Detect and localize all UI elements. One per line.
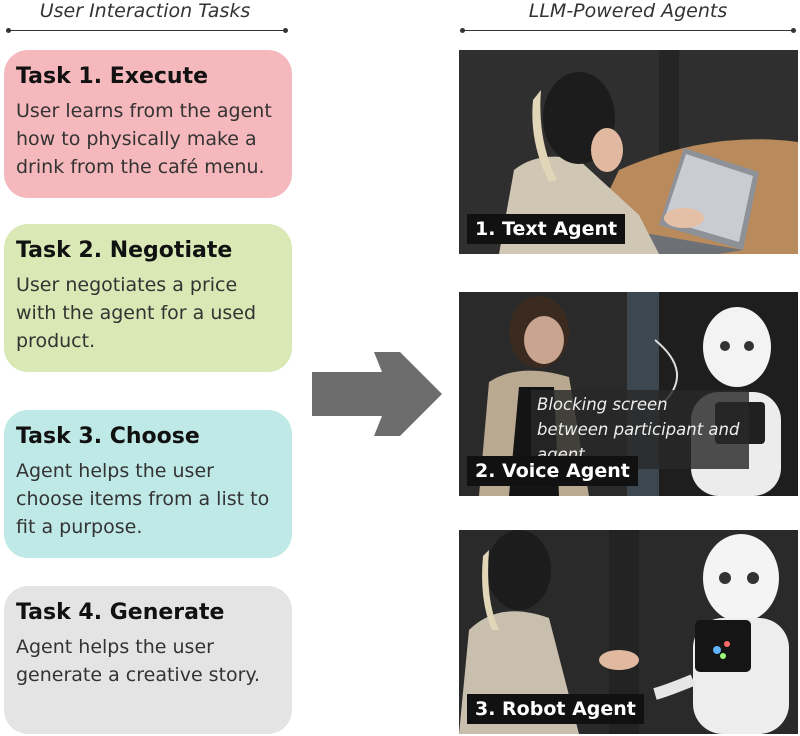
right-arrow-icon bbox=[312, 352, 442, 436]
task-card-choose: Task 3. Choose Agent helps the user choo… bbox=[4, 410, 292, 558]
task-title: Task 1. Execute bbox=[16, 64, 209, 89]
agents-column-header: LLM-Powered Agents bbox=[528, 0, 728, 22]
task-title: Task 2. Negotiate bbox=[16, 238, 233, 263]
task-card-negotiate: Task 2. Negotiate User negotiates a pric… bbox=[4, 224, 292, 372]
task-title: Task 3. Choose bbox=[16, 424, 200, 449]
task-description: User learns from the agent how to physic… bbox=[16, 100, 272, 178]
robot-agent-photo: 3. Robot Agent bbox=[459, 530, 798, 734]
task-title: Task 4. Generate bbox=[16, 600, 225, 625]
agent-label-text: 1. Text Agent bbox=[467, 214, 626, 244]
task-description: Agent helps the user generate a creative… bbox=[16, 636, 261, 686]
task-description: User negotiates a price with the agent f… bbox=[16, 274, 257, 352]
tasks-column-header: User Interaction Tasks bbox=[39, 0, 251, 22]
task-card-execute: Task 1. Execute User learns from the age… bbox=[4, 50, 292, 198]
text-agent-scene bbox=[459, 50, 798, 254]
tasks-header-rule bbox=[6, 28, 288, 33]
task-card-generate: Task 4. Generate Agent helps the user ge… bbox=[4, 586, 292, 734]
task-description: Agent helps the user choose items from a… bbox=[16, 460, 270, 538]
agent-label-voice: 2. Voice Agent bbox=[467, 456, 638, 486]
voice-agent-photo: Blocking screen between participant and … bbox=[459, 292, 798, 496]
agents-header-rule bbox=[460, 28, 796, 33]
agent-label-robot: 3. Robot Agent bbox=[467, 694, 644, 724]
text-agent-photo: 1. Text Agent bbox=[459, 50, 798, 254]
